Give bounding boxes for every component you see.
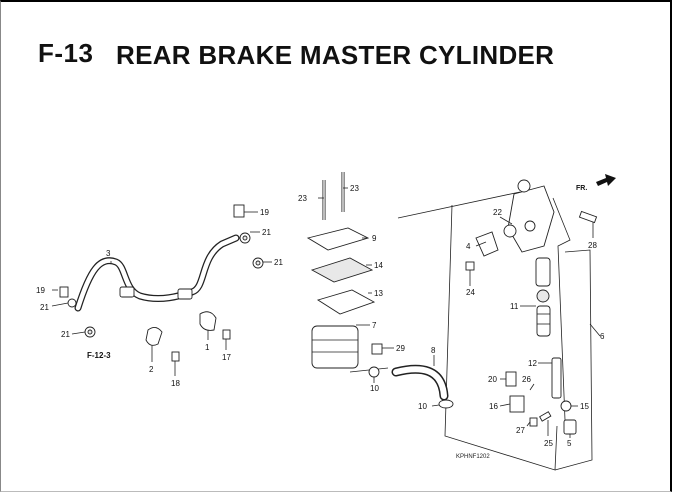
callout-10b: 10 <box>418 402 427 411</box>
hose-clamps <box>145 311 231 362</box>
reservoir-cap-bolts <box>322 172 345 220</box>
reservoir-assembly <box>306 227 383 378</box>
callout-6: 6 <box>600 332 605 341</box>
callout-12: 12 <box>528 359 537 368</box>
master-cylinder-body <box>465 179 598 271</box>
cross-reference-label: F-12-3 <box>87 351 111 360</box>
callout-19b: 19 <box>36 286 45 295</box>
callout-17: 17 <box>222 353 231 362</box>
callout-29: 29 <box>396 344 405 353</box>
callout-5: 5 <box>567 439 572 448</box>
callout-1: 1 <box>205 343 210 352</box>
hose-fittings-right <box>233 204 264 269</box>
callout-9: 9 <box>372 234 377 243</box>
piston-kit <box>535 257 551 337</box>
brake-hose <box>74 234 240 312</box>
section-title: REAR BRAKE MASTER CYLINDER <box>116 40 555 70</box>
callout-28: 28 <box>588 241 597 250</box>
callout-3: 3 <box>106 249 111 258</box>
callout-15: 15 <box>580 402 589 411</box>
reservoir-hose <box>391 364 454 409</box>
assembly-brackets <box>349 191 593 471</box>
callout-25: 25 <box>544 439 553 448</box>
callout-22: 22 <box>493 208 502 217</box>
callout-4: 4 <box>466 242 471 251</box>
leader-lines <box>51 187 601 438</box>
callout-20: 20 <box>488 375 497 384</box>
callout-21d: 21 <box>61 330 70 339</box>
callout-21a: 21 <box>262 228 271 237</box>
callout-13: 13 <box>374 289 383 298</box>
callout-8: 8 <box>431 346 436 355</box>
catalog-code: KPHNF1202 <box>456 454 490 460</box>
callout-21c: 21 <box>40 303 49 312</box>
callout-16: 16 <box>489 402 498 411</box>
callout-7: 7 <box>372 321 377 330</box>
section-code: F-13 <box>38 38 94 68</box>
front-direction-label: FR. <box>576 185 587 192</box>
front-direction-indicator: FR. <box>576 174 616 192</box>
callout-23a: 23 <box>298 194 307 203</box>
callout-14: 14 <box>374 261 383 270</box>
callout-26: 26 <box>522 375 531 384</box>
callout-10a: 10 <box>370 384 379 393</box>
part-callouts: 19 21 21 19 21 21 3 2 18 1 17 23 23 9 14… <box>36 184 605 448</box>
callout-24: 24 <box>466 288 475 297</box>
push-rod-assembly <box>505 357 577 435</box>
hose-fittings-left <box>59 286 96 338</box>
callout-27: 27 <box>516 426 525 435</box>
callout-19a: 19 <box>260 208 269 217</box>
callout-21b: 21 <box>274 258 283 267</box>
callout-18: 18 <box>171 379 180 388</box>
callout-11: 11 <box>510 302 519 311</box>
callout-2: 2 <box>149 365 154 374</box>
callout-23b: 23 <box>350 184 359 193</box>
